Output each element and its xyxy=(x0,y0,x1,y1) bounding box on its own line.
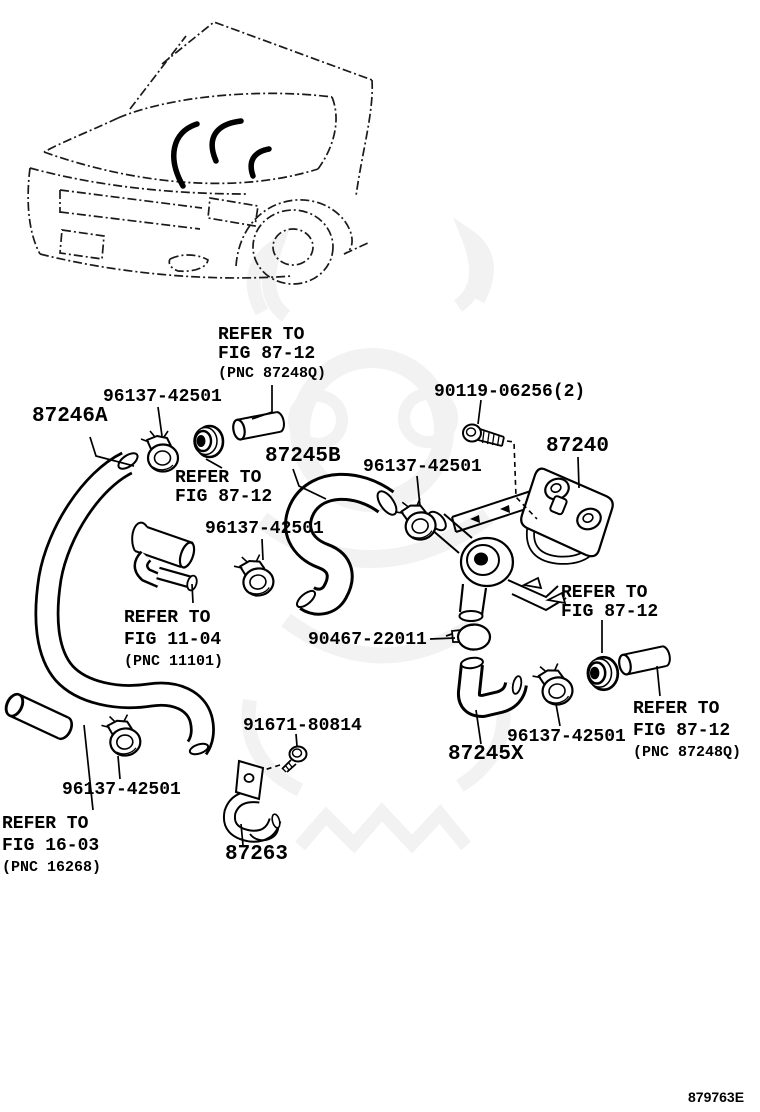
clamp-engine xyxy=(231,552,277,600)
label-clamp-engine: 96137-42501 xyxy=(205,519,324,539)
label-hose-87246a: 87246A xyxy=(32,405,108,428)
assembly-dash-lines xyxy=(263,440,538,771)
label-refer-fig87-12-pipe-right: REFER TO FIG 87-12 (PNC 87248Q) xyxy=(633,699,742,761)
label-refer-fig11-04: REFER TO FIG 11-04 (PNC 11101) xyxy=(124,608,224,670)
label-clamp-90467: 90467-22011 xyxy=(308,630,427,650)
clamp-bottom xyxy=(99,712,143,759)
clamp-right xyxy=(530,660,576,710)
hose-87246a xyxy=(34,451,215,756)
label-clamp-valve: 96137-42501 xyxy=(363,457,482,477)
label-clamp-right: 96137-42501 xyxy=(507,727,626,747)
valve-bracket-87240 xyxy=(520,467,614,565)
screw-91671 xyxy=(281,745,308,773)
label-refer-fig87-12-right: REFER TO FIG 87-12 xyxy=(561,583,659,622)
label-bolt-90119: 90119-06256(2) xyxy=(434,382,586,402)
label-hose-87245b: 87245B xyxy=(265,445,341,468)
bolt-90119 xyxy=(462,423,505,447)
clamp-top xyxy=(139,429,180,473)
hood-hoses-highlight xyxy=(171,118,272,189)
label-clamp-top: 96137-42501 xyxy=(103,387,222,407)
engine-pipe-fitting xyxy=(131,521,198,592)
hose-bracket-87263 xyxy=(222,759,282,843)
clamp-90467 xyxy=(445,623,492,651)
grommet-right xyxy=(585,655,620,692)
label-bracket-87263: 87263 xyxy=(225,843,289,866)
label-hose-87245x: 87245X xyxy=(448,743,524,766)
hose-87245b xyxy=(284,472,398,616)
heater-pipe-top xyxy=(230,410,287,442)
label-refer-fig87-12-mid: REFER TO FIG 87-12 xyxy=(175,468,273,507)
label-clamp-bottom: 96137-42501 xyxy=(62,780,181,800)
heater-pipe-right xyxy=(616,644,673,677)
figure-code: 879763E xyxy=(688,1089,745,1105)
label-screw-91671: 91671-80814 xyxy=(243,716,362,736)
car-sketch xyxy=(27,21,374,285)
grommet-top xyxy=(192,424,225,459)
label-bracket-87240: 87240 xyxy=(546,435,610,458)
hose-87245x xyxy=(456,656,528,718)
label-refer-fig16-03: REFER TO FIG 16-03 (PNC 16268) xyxy=(2,814,102,876)
water-pipe-bottom xyxy=(1,690,77,743)
leader-lines xyxy=(83,385,661,846)
label-refer-fig87-12-top: REFER TO FIG 87-12 (PNC 87248Q) xyxy=(218,325,327,383)
